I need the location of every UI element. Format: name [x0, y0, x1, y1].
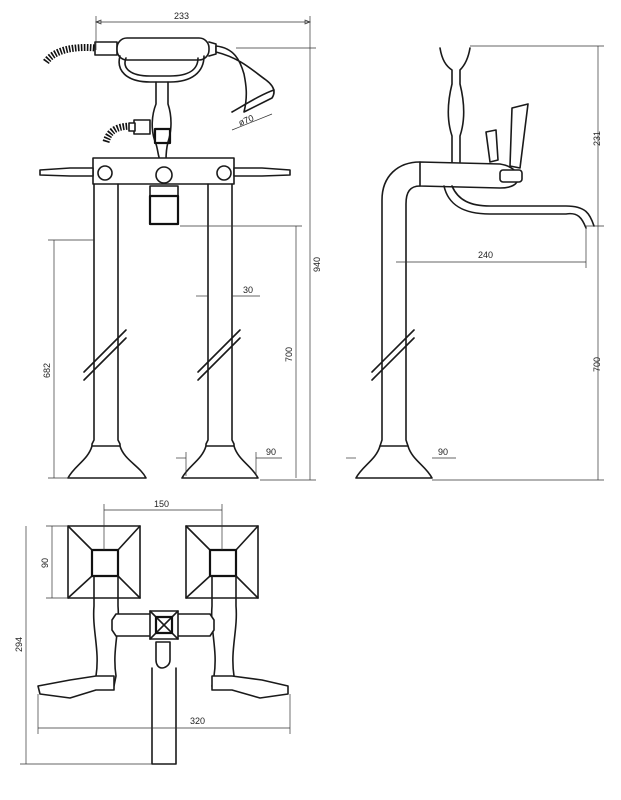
side-spout	[443, 185, 587, 229]
plan-lever-right	[211, 675, 289, 699]
hose-upper	[43, 44, 97, 65]
dim-320: 320	[190, 716, 205, 726]
plan-spout	[151, 667, 177, 765]
side-cradle	[439, 47, 453, 163]
side-lever-rear	[485, 129, 499, 163]
dim-233: 233	[174, 11, 189, 21]
dim-682: 682	[42, 363, 52, 378]
dim-handshower-diameter: ø70	[237, 113, 255, 128]
side-base	[355, 445, 433, 479]
dim-90-front: 90	[266, 447, 276, 457]
central-stem	[128, 81, 172, 161]
side-riser	[379, 161, 421, 447]
dim-150: 150	[154, 499, 169, 509]
hose-lower	[102, 122, 135, 144]
plan-arm-right	[210, 575, 216, 687]
dim-90-side: 90	[438, 447, 448, 457]
dim-240: 240	[478, 250, 493, 260]
dim-700-side: 700	[592, 357, 602, 372]
plan-view: 150 90 294 320	[14, 499, 291, 765]
side-lever-front	[509, 103, 529, 169]
front-view: 233 ø70 940 700 682 30 90	[39, 11, 322, 481]
front-dimensions	[48, 16, 316, 481]
handshower	[94, 37, 275, 113]
dim-294: 294	[14, 637, 24, 652]
dim-231: 231	[592, 131, 602, 146]
plan-spout-neck	[155, 641, 171, 669]
plan-dimensions	[20, 504, 291, 765]
plan-lever-left	[37, 675, 115, 699]
dim-940: 940	[312, 257, 322, 272]
dim-700-front: 700	[284, 347, 294, 362]
plan-arm-left	[92, 575, 98, 687]
crossbar-assembly	[39, 157, 291, 226]
dim-90-plan: 90	[40, 558, 50, 568]
dim-30: 30	[243, 285, 253, 295]
front-legs	[67, 183, 259, 479]
side-dimensions	[346, 45, 604, 481]
side-view: 231 240 700 90	[346, 45, 604, 481]
